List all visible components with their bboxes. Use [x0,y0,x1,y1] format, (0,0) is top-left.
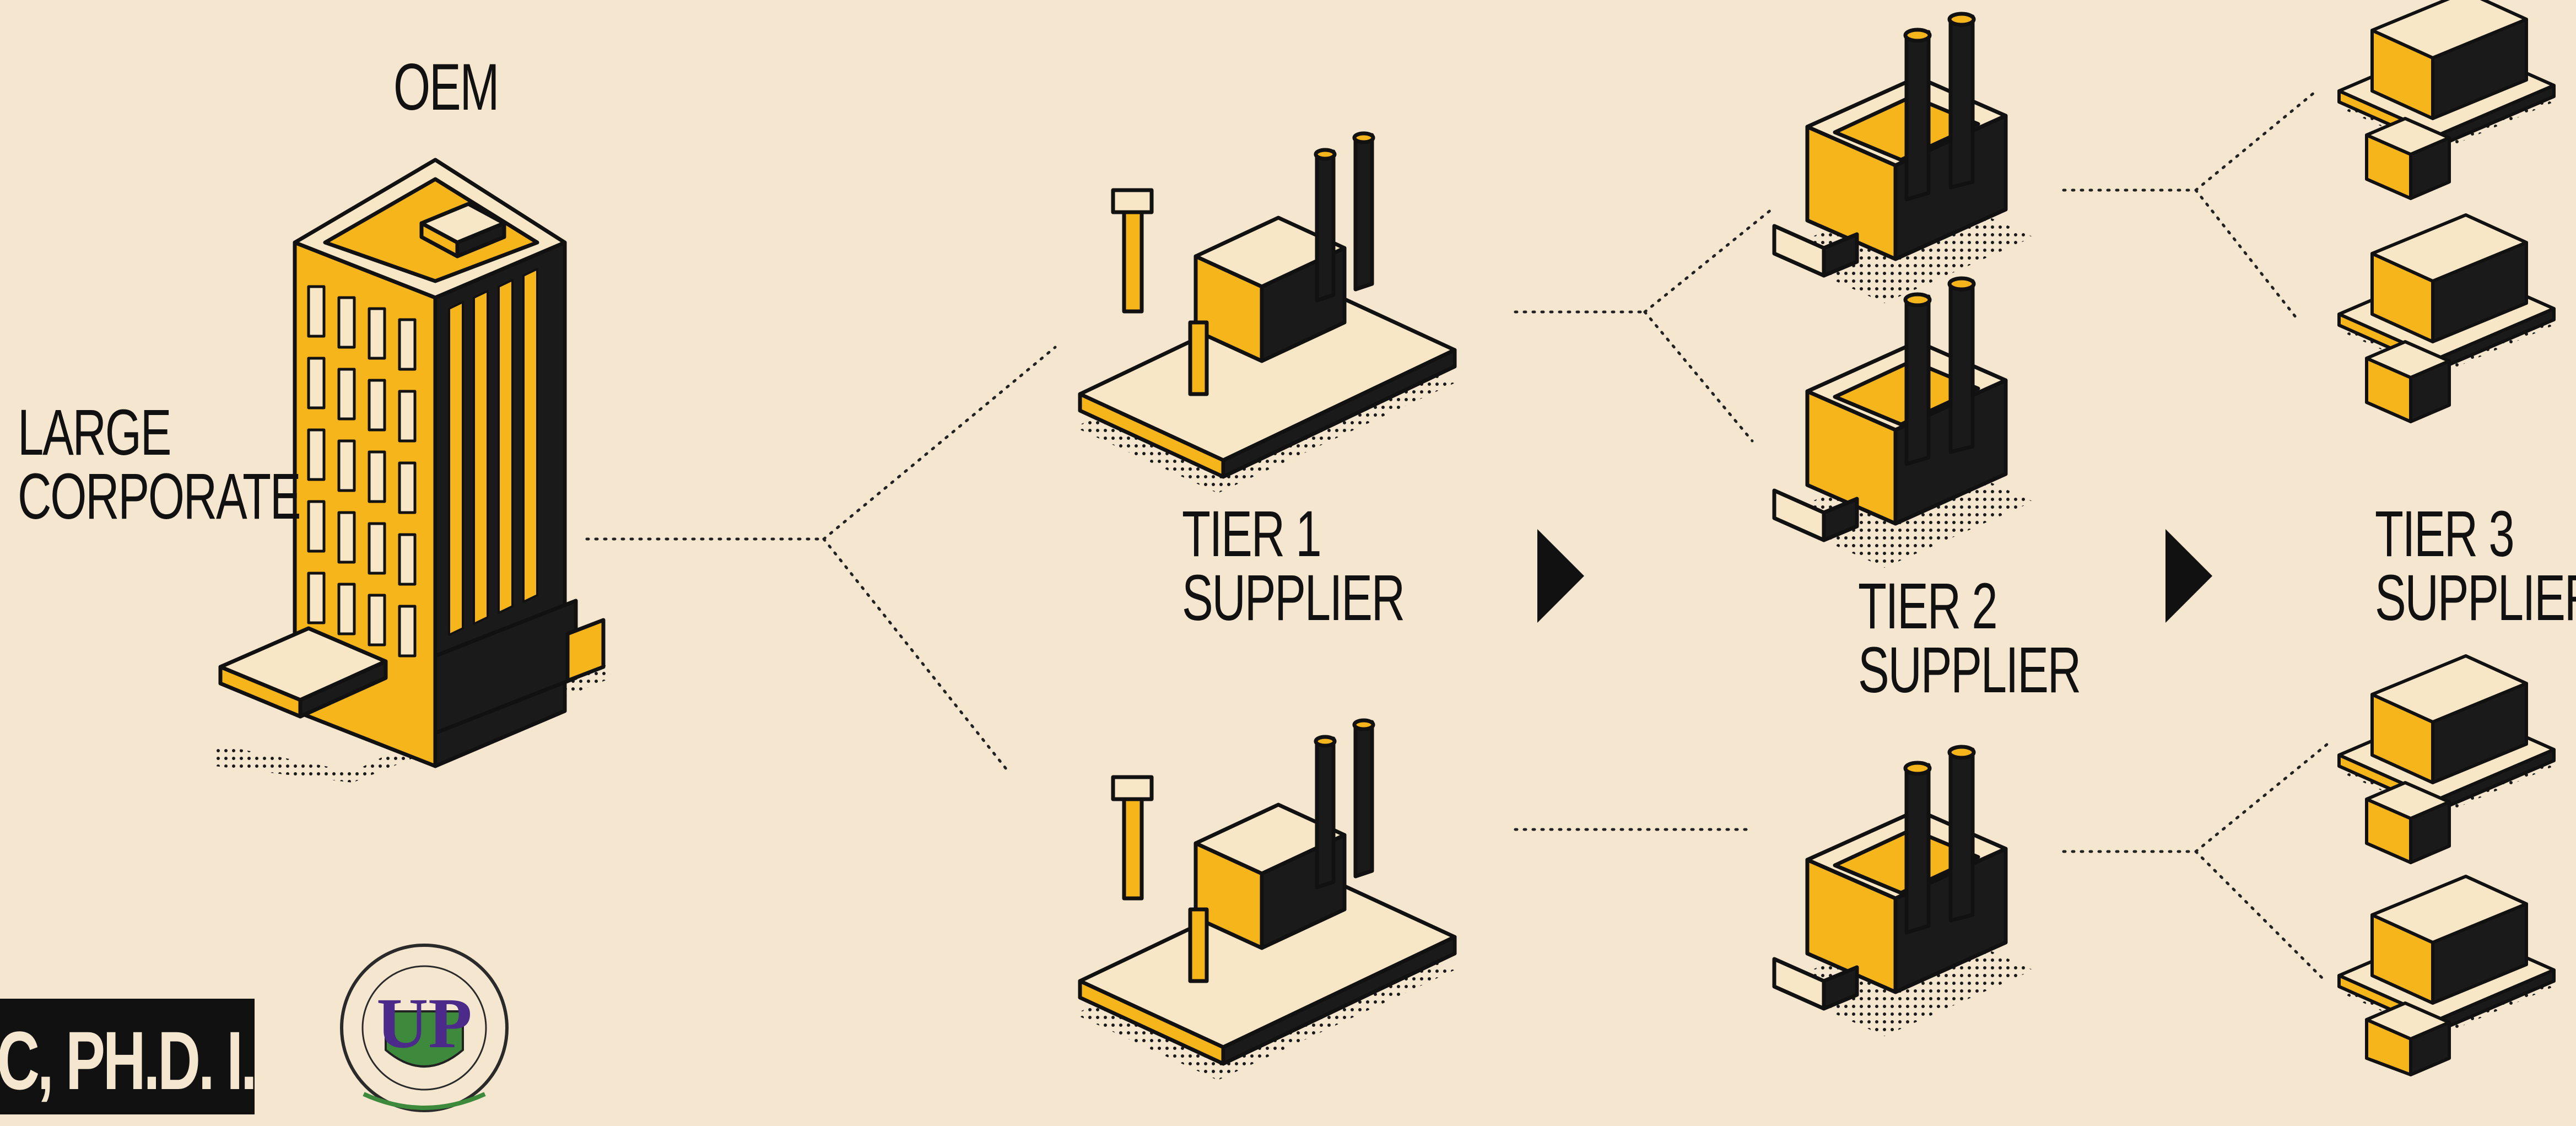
large-corporate-line-2: CORPORATE [18,460,301,533]
large-corporate-line-1: LARGE [18,396,171,469]
tier3-line-2: SUPPLIER [2375,561,2576,634]
connector-tier2-tier3-top-a [2194,91,2316,192]
connector-lines [585,91,2332,980]
tier2-line-2: SUPPLIER [1858,633,2081,707]
tier2-label: TIER 2 SUPPLIER [1858,570,2081,707]
tier2-line-1: TIER 2 [1858,570,1998,643]
tier1-line-1: TIER 1 [1182,498,1322,570]
signature-box [0,999,255,1114]
tier3-pallet-3-icon [2337,654,2556,864]
oem-label: OEM [393,50,499,124]
large-corporate-label: LARGE CORPORATE [18,396,301,533]
tier2-factory-top-icon [1772,12,2033,303]
tier1-factory-bottom-icon [1074,718,1457,1080]
tier3-pallet-4-icon [2337,875,2556,1076]
connector-tier2-tier3-bottom-a [2194,740,2332,853]
tier3-pallet-1-icon [2337,0,2556,200]
oem-building-icon [215,158,612,783]
tier1-line-2: SUPPLIER [1182,561,1405,634]
signature-text: C, PH.D. I.E. [0,1014,309,1107]
connector-tier1-tier2-branch-b [1643,310,1754,443]
arrow-tier2-to-tier3-icon [2165,529,2212,623]
svg-text:UP: UP [376,984,472,1063]
tier3-label: TIER 3 SUPPLIER [2375,498,2576,634]
tier3-line-1: TIER 3 [2375,498,2515,570]
university-seal-logo: UP [340,944,509,1112]
oem-label-text: OEM [393,50,499,124]
tier2-factory-bottom-icon [1772,745,2033,1036]
connector-tier1-tier2-branch-a [1643,208,1773,314]
arrow-tier1-to-tier2-icon [1537,529,1584,623]
tier1-label: TIER 1 SUPPLIER [1182,498,1405,634]
tier2-factory-middle-icon [1772,276,2033,568]
connector-oem-tier1-bottom [822,537,1010,773]
connector-tier2-tier3-top-b [2194,188,2299,321]
connector-tier2-tier3-bottom-b [2194,850,2324,980]
tier1-factory-top-icon [1074,131,1457,493]
tier3-pallet-2-icon [2337,213,2556,423]
connector-oem-tier1-top [822,346,1057,541]
